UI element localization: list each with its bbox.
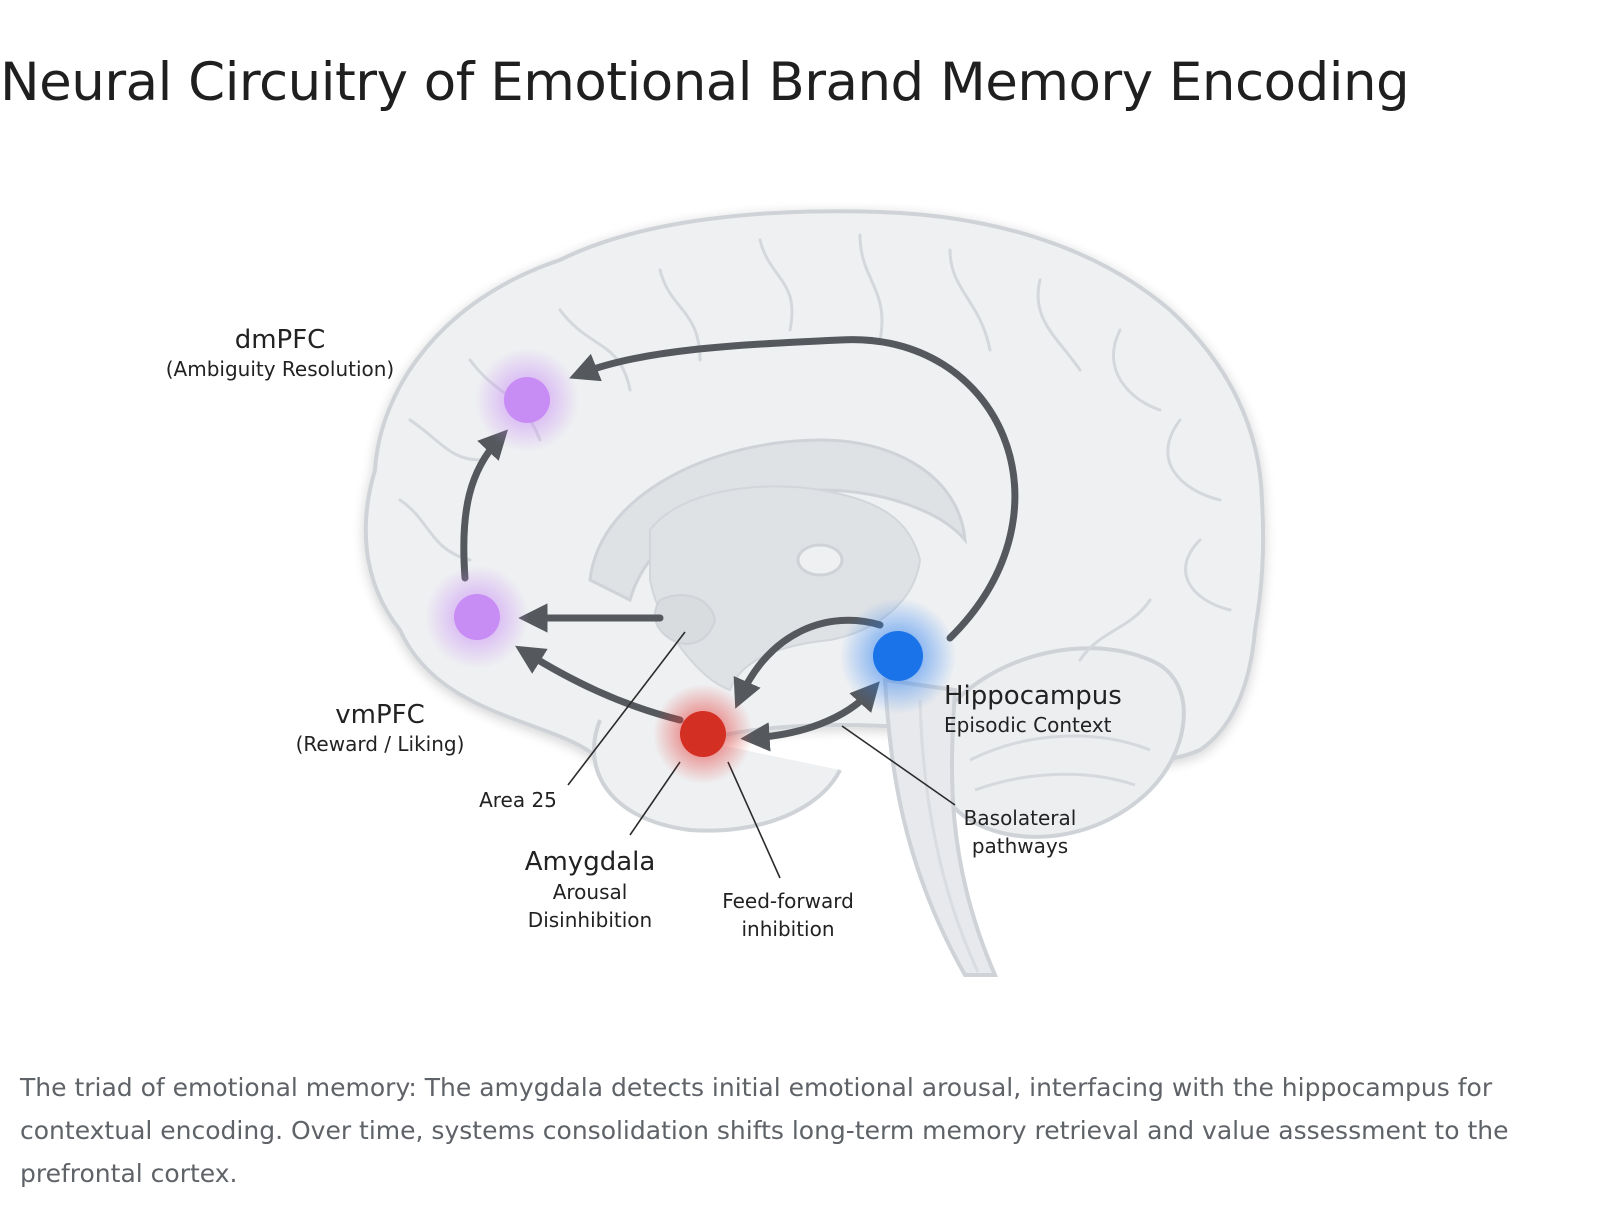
leader-amygdala — [629, 761, 681, 836]
label-feedforward-1: Feed-forward — [722, 889, 854, 913]
label-dmpfc: dmPFC — [235, 325, 326, 355]
node-vmpfc — [425, 565, 529, 669]
label-basolateral-2: pathways — [972, 834, 1068, 858]
leader-feedforward — [727, 761, 781, 879]
massa-intermedia — [796, 543, 844, 577]
label-basolateral-1: Basolateral — [964, 806, 1077, 830]
label-amygdala-role-1: Arousal — [553, 880, 628, 904]
node-vmpfc-core — [454, 594, 500, 640]
arrow-hippocampus-to-dmpfc — [569, 336, 1019, 642]
node-dmpfc — [475, 348, 579, 452]
label-area25: Area 25 — [479, 788, 557, 812]
label-amygdala-role-2: Disinhibition — [528, 908, 652, 932]
label-hippocampus-role: Episodic Context — [944, 713, 1112, 737]
brain-diagram-svg: dmPFC (Ambiguity Resolution) vmPFC (Rewa… — [166, 209, 1266, 977]
node-dmpfc-core — [504, 377, 550, 423]
brain-diagram: dmPFC (Ambiguity Resolution) vmPFC (Rewa… — [0, 160, 1600, 1020]
node-amygdala-core — [680, 711, 726, 757]
leader-lines — [567, 631, 956, 879]
hypothalamus — [653, 594, 717, 645]
node-amygdala — [653, 684, 753, 784]
cerebellum-fold — [969, 734, 1151, 762]
figure-caption: The triad of emotional memory: The amygd… — [20, 1073, 1509, 1188]
arrow-vmpfc-to-dmpfc — [460, 429, 509, 582]
label-amygdala: Amygdala — [525, 847, 656, 877]
label-hippocampus: Hippocampus — [944, 681, 1122, 711]
label-feedforward-2: inhibition — [741, 917, 834, 941]
leader-basolateral — [841, 725, 956, 806]
node-hippocampus — [840, 598, 956, 714]
leader-area25 — [567, 631, 686, 786]
node-hippocampus-core — [873, 631, 923, 681]
label-vmpfc-role: (Reward / Liking) — [296, 732, 465, 756]
page-title: Neural Circuitry of Emotional Brand Memo… — [0, 52, 1410, 113]
brainstem — [882, 677, 999, 977]
label-dmpfc-role: (Ambiguity Resolution) — [166, 357, 395, 381]
cerebellum-fold — [974, 772, 1136, 792]
label-vmpfc: vmPFC — [335, 700, 425, 730]
spinal-canal — [918, 699, 980, 973]
